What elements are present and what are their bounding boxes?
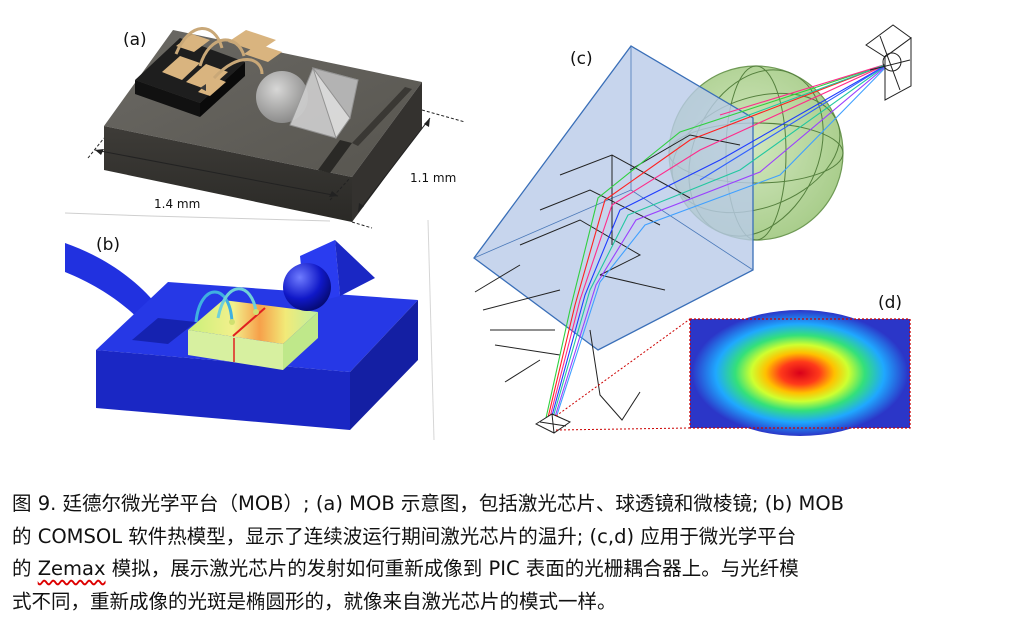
- caption-line-1: 图 9. 廷德尔微光学平台（MOB）; (a) MOB 示意图，包括激光芯片、球…: [12, 492, 845, 515]
- panel-d-label: (d): [878, 293, 902, 313]
- bond-pad: [244, 44, 282, 62]
- panel-b-label: (b): [96, 235, 120, 255]
- caption-line-3-pre: 的: [12, 557, 38, 580]
- elliptical-spot: [692, 310, 908, 436]
- zemax-mount-lines: [474, 134, 741, 421]
- dim-depth-label: 1.1 mm: [410, 171, 456, 185]
- panel-c-label: (c): [570, 49, 593, 69]
- dimension-lines: [87, 109, 466, 229]
- grating-coupler-target: [534, 413, 572, 434]
- figure-9: (a): [64, 24, 912, 441]
- panel-d-spot-image: (d): [555, 293, 911, 436]
- caption-line-3: 的 Zemax 模拟，展示激光芯片的发射如何重新成像到 PIC 表面的光栅耦合器…: [12, 553, 1002, 586]
- ball-lens: [256, 71, 308, 123]
- laser-chip: [135, 34, 245, 117]
- zemax-rays: [543, 62, 891, 428]
- panel-b-comsol-model: (b): [64, 212, 435, 441]
- panel-a-label: (a): [123, 30, 147, 50]
- zoom-lines: [555, 318, 691, 431]
- comsol-ball-lens: [283, 263, 331, 311]
- zemax-detector: [865, 24, 912, 101]
- comsol-substrate: [96, 240, 418, 430]
- dim-width-label: 1.4 mm: [154, 197, 200, 211]
- wire-bonds: [174, 27, 264, 80]
- spot-image-border: [689, 318, 911, 429]
- caption-line-2: 的 COMSOL 软件热模型，显示了连续波运行期间激光芯片的温升; (c,d) …: [12, 524, 797, 548]
- micro-prism: [289, 67, 359, 140]
- caption-zemax-word: Zemax: [37, 557, 106, 580]
- caption-line-3-post: 模拟，展示激光芯片的发射如何重新成像到 PIC 表面的光栅耦合器上。与光纤模: [105, 557, 799, 580]
- comsol-wire-bonds: [194, 287, 258, 323]
- caption-line-4: 式不同，重新成像的光斑是椭圆形的，就像来自激光芯片的模式一样。: [12, 589, 617, 613]
- figure-caption: 图 9. 廷德尔微光学平台（MOB）; (a) MOB 示意图，包括激光芯片、球…: [12, 488, 1002, 618]
- panel-a-mob-schematic: (a): [87, 27, 466, 229]
- panel-c-zemax-simulation: (c): [473, 24, 912, 434]
